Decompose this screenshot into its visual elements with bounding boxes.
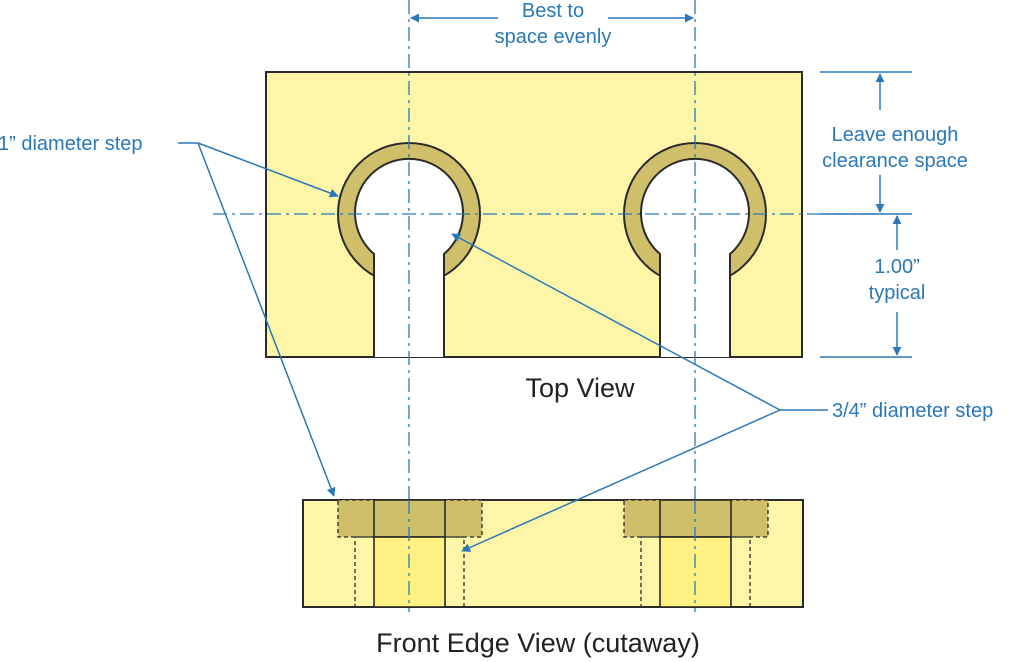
left-three-quarter-hole (354, 157, 464, 357)
spacing-label-line2: space evenly (495, 26, 612, 48)
three-quarter-step-leaders (451, 233, 828, 552)
clearance-label-line2: clearance space (822, 150, 968, 172)
typical-dimension-value: 1.00” (874, 256, 920, 278)
one-inch-step-label: 1” diameter step (0, 133, 143, 155)
top-view (213, 71, 884, 358)
three-quarter-step-label: 3/4” diameter step (832, 400, 993, 422)
spacing-dimension (410, 6, 694, 51)
clearance-label-line1: Leave enough (832, 124, 959, 146)
typical-dimension-label: typical (869, 282, 926, 304)
spacing-label-line1: Best to (522, 0, 584, 22)
right-cutaway (623, 499, 769, 608)
top-view-title: Top View (525, 373, 635, 403)
front-edge-view (302, 499, 804, 612)
right-three-quarter-hole (640, 157, 750, 357)
one-inch-step-leaders (178, 142, 339, 497)
front-view-title: Front Edge View (cutaway) (376, 628, 700, 658)
clearance-dimension (820, 71, 912, 358)
